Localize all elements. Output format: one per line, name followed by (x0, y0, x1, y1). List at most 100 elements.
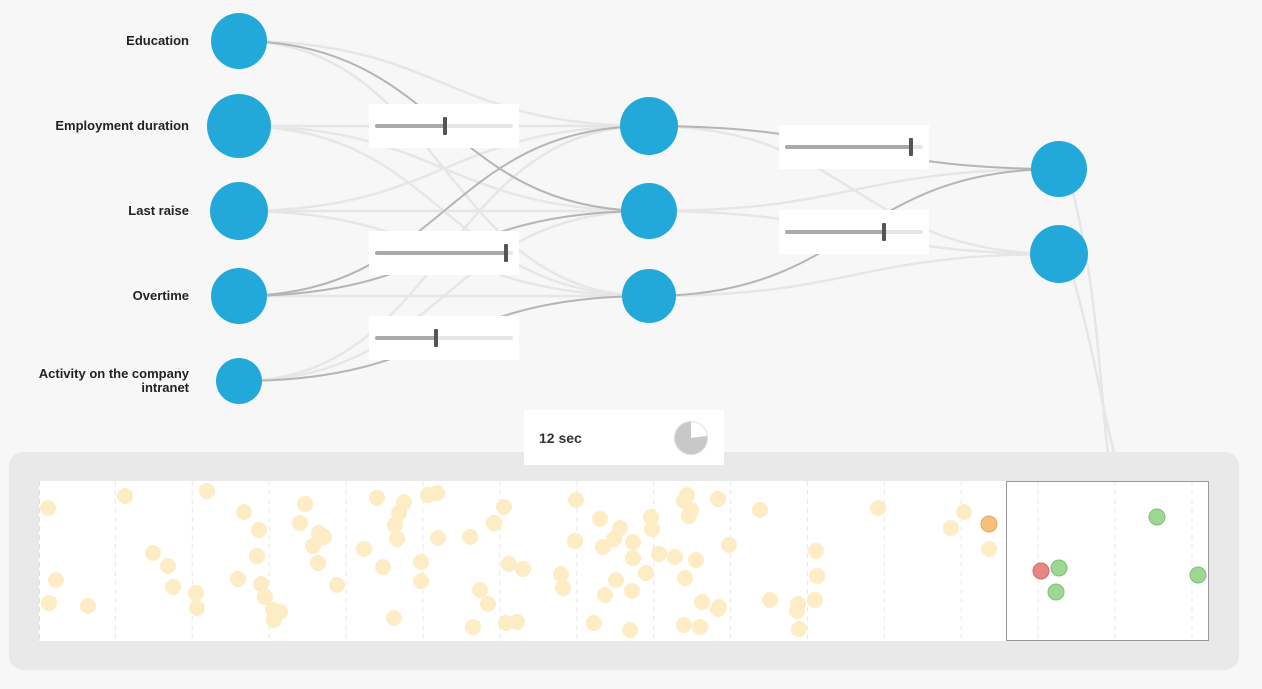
sample-dot[interactable] (430, 530, 446, 546)
sample-dot[interactable] (595, 539, 611, 555)
sample-dot[interactable] (462, 529, 478, 545)
sample-dot[interactable] (681, 508, 697, 524)
sample-dot[interactable] (762, 592, 778, 608)
input-node-0[interactable] (211, 13, 267, 69)
sample-dot-positive[interactable] (1047, 583, 1065, 601)
sample-dot[interactable] (249, 548, 265, 564)
sample-dot[interactable] (509, 614, 525, 630)
sample-dot[interactable] (145, 545, 161, 561)
sample-dot-positive[interactable] (1189, 566, 1207, 584)
sample-dot[interactable] (553, 566, 569, 582)
slider-track[interactable] (785, 223, 923, 241)
sample-dot[interactable] (429, 485, 445, 501)
sample-dot[interactable] (386, 610, 402, 626)
slider-thumb[interactable] (443, 117, 448, 135)
sample-dot[interactable] (808, 543, 824, 559)
weight-slider-3[interactable] (369, 316, 519, 360)
sample-dot[interactable] (644, 521, 660, 537)
sample-dot[interactable] (688, 552, 704, 568)
sample-dot-positive[interactable] (1050, 559, 1068, 577)
sample-dot[interactable] (297, 496, 313, 512)
sample-dot[interactable] (329, 577, 345, 593)
sample-dot[interactable] (586, 615, 602, 631)
sample-dot[interactable] (567, 533, 583, 549)
sample-dot[interactable] (189, 600, 205, 616)
sample-dot[interactable] (651, 546, 667, 562)
sample-dot[interactable] (80, 598, 96, 614)
input-node-4[interactable] (216, 358, 262, 404)
sample-dot-negative[interactable] (1032, 562, 1050, 580)
input-node-3[interactable] (211, 268, 267, 324)
slider-thumb[interactable] (882, 223, 887, 241)
sample-dot-current[interactable] (980, 515, 998, 533)
slider-track[interactable] (375, 244, 513, 262)
output-node-1[interactable] (1030, 225, 1088, 283)
sample-dot[interactable] (292, 515, 308, 531)
sample-dot[interactable] (48, 572, 64, 588)
sample-dot[interactable] (870, 500, 886, 516)
sample-dot[interactable] (676, 493, 692, 509)
sample-dot[interactable] (501, 556, 517, 572)
sample-dot[interactable] (257, 589, 273, 605)
input-node-1[interactable] (207, 94, 271, 158)
sample-dot[interactable] (789, 603, 805, 619)
hidden-node-0[interactable] (620, 97, 678, 155)
weight-slider-2[interactable] (369, 231, 519, 275)
sample-dot[interactable] (356, 541, 372, 557)
sample-dot[interactable] (41, 595, 57, 611)
sample-dot[interactable] (956, 504, 972, 520)
sample-dot[interactable] (515, 561, 531, 577)
slider-thumb[interactable] (908, 138, 913, 156)
sample-dot[interactable] (638, 565, 654, 581)
sample-dot[interactable] (199, 483, 215, 499)
hidden-node-2[interactable] (622, 269, 676, 323)
sample-dot[interactable] (721, 537, 737, 553)
sample-dot[interactable] (625, 550, 641, 566)
sample-dot[interactable] (625, 534, 641, 550)
sample-dot[interactable] (369, 490, 385, 506)
sample-dot[interactable] (597, 587, 613, 603)
sample-dot[interactable] (413, 554, 429, 570)
sample-dot[interactable] (188, 585, 204, 601)
hidden-node-1[interactable] (621, 183, 677, 239)
weight-slider-4[interactable] (779, 125, 929, 169)
weight-slider-5[interactable] (779, 210, 929, 254)
sample-dot[interactable] (943, 520, 959, 536)
sample-dot[interactable] (253, 576, 269, 592)
sample-dot[interactable] (692, 619, 708, 635)
sample-dot[interactable] (472, 582, 488, 598)
sample-dot[interactable] (667, 549, 683, 565)
sample-dot[interactable] (480, 596, 496, 612)
slider-track[interactable] (375, 117, 513, 135)
sample-dot[interactable] (413, 573, 429, 589)
sample-dot[interactable] (160, 558, 176, 574)
sample-dot[interactable] (791, 621, 807, 637)
sample-dot[interactable] (676, 617, 692, 633)
sample-dot[interactable] (310, 555, 326, 571)
sample-dot[interactable] (387, 517, 403, 533)
sample-dot[interactable] (694, 594, 710, 610)
sample-dot-positive[interactable] (1148, 508, 1166, 526)
sample-dot[interactable] (809, 568, 825, 584)
sample-dot[interactable] (643, 509, 659, 525)
sample-dot[interactable] (710, 491, 726, 507)
sample-dot[interactable] (981, 541, 997, 557)
slider-track[interactable] (375, 329, 513, 347)
sample-dot[interactable] (710, 601, 726, 617)
sample-dot[interactable] (622, 622, 638, 638)
sample-dot[interactable] (486, 515, 502, 531)
sample-dot[interactable] (555, 580, 571, 596)
sample-dot[interactable] (40, 500, 56, 516)
slider-thumb[interactable] (433, 329, 438, 347)
sample-dot[interactable] (375, 559, 391, 575)
input-node-2[interactable] (210, 182, 268, 240)
sample-dot[interactable] (496, 499, 512, 515)
sample-dot[interactable] (266, 612, 282, 628)
sample-dot[interactable] (606, 531, 622, 547)
sample-dot[interactable] (117, 488, 133, 504)
sample-dot[interactable] (592, 511, 608, 527)
sample-dot[interactable] (677, 570, 693, 586)
sample-dot[interactable] (305, 538, 321, 554)
sample-dot[interactable] (316, 529, 332, 545)
weight-slider-1[interactable] (369, 104, 519, 148)
